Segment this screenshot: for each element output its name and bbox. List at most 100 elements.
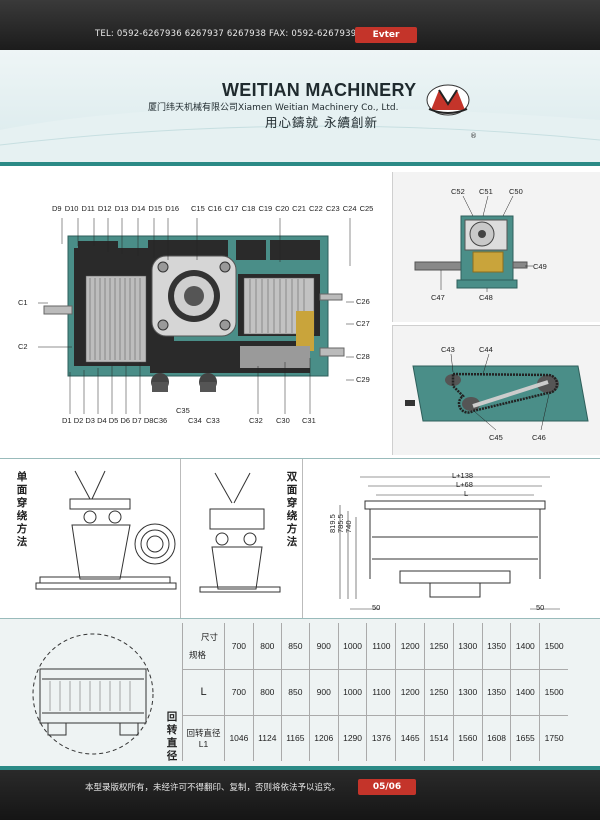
table-cell: 800 [252, 669, 282, 716]
copyright-text: 本型录版权所有，未经许可不得翻印、复制，否则将依法予以追究。 [85, 783, 341, 793]
double-threading-title: 双面穿绕方法 [286, 471, 298, 548]
table-cell: 1046 [224, 715, 254, 761]
table-cell: 1400 [510, 669, 540, 716]
table-cell: 1350 [481, 623, 511, 670]
header-spec: 规格 [189, 649, 207, 660]
label-c46: C46 [532, 433, 546, 442]
rotation-diameter-drawing [32, 633, 154, 755]
table-cell: 1560 [452, 715, 483, 761]
table-cell: 1100 [366, 623, 396, 670]
label-c49: C49 [533, 262, 547, 271]
table-cell: 700 [224, 623, 254, 670]
label-c45: C45 [489, 433, 503, 442]
labels-top-left: D9 D10 D11 D12 D13 D14 D15 D16 [52, 204, 180, 213]
table-cell: 900 [308, 623, 339, 670]
table-cell: 700 [224, 669, 254, 716]
double-threading-drawing [199, 472, 281, 593]
label-c26: C26 [356, 297, 370, 306]
label-c34: C34 [188, 416, 202, 425]
table-cell: 1376 [366, 715, 396, 761]
dim-l: L [464, 489, 469, 498]
spec-section: 回转直径 尺寸 规格 700 800 850 900 1000 1100 120… [0, 618, 600, 766]
divider [180, 459, 181, 619]
table-cell: 1465 [395, 715, 425, 761]
table-cell: 1124 [252, 715, 282, 761]
contact-info: TEL: 0592-6267936 6267937 6267938 FAX: 0… [95, 29, 357, 39]
table-cell: 800 [252, 623, 282, 670]
table-cell: 1655 [510, 715, 540, 761]
table-cell: 1250 [424, 669, 454, 716]
label-c1: C1 [18, 298, 28, 307]
table-cell: 1200 [395, 623, 425, 670]
table-cell: 1608 [481, 715, 511, 761]
registered-mark: ® [470, 132, 477, 140]
machine-section-drawing [38, 218, 354, 414]
header-decoration [0, 107, 600, 162]
labels-bottom-d: D1 D2 D3 D4 D5 D6 D7 D8C36 [62, 416, 168, 425]
table-row: L 700 800 850 900 1000 1100 1200 1250 13… [182, 669, 568, 716]
single-threading-drawing [35, 470, 177, 590]
dim-740: 740 [344, 520, 353, 533]
brand-button[interactable]: Evter [355, 27, 417, 43]
table-cell: 1500 [539, 669, 568, 716]
dim-l-plus-68: L+68 [456, 480, 473, 489]
table-cell: 1400 [510, 623, 540, 670]
table-cell: 900 [308, 669, 339, 716]
label-c47: C47 [431, 293, 445, 302]
rotation-diameter-title: 回转直径 [166, 711, 178, 762]
table-header-cell: 回转直径 L1 [182, 715, 225, 761]
label-c44: C44 [479, 345, 493, 354]
label-c29: C29 [356, 375, 370, 384]
table-cell: 850 [280, 669, 310, 716]
chain-drive-detail-panel: C43 C44 C45 C46 [392, 325, 600, 455]
top-bar: TEL: 0592-6267936 6267937 6267938 FAX: 0… [0, 0, 600, 50]
table-cell: 1250 [424, 623, 454, 670]
header-l1: L1 [198, 739, 209, 750]
table-cell: 1750 [539, 715, 568, 761]
gearbox-detail-panel: C52 C51 C50 C49 C47 C48 [392, 172, 600, 322]
table-header-cell: 尺寸 规格 [182, 623, 225, 670]
table-cell: 1500 [539, 623, 568, 670]
dimension-drawing [339, 476, 560, 610]
table-cell: 1000 [337, 623, 367, 670]
table-header-cell: L [182, 669, 225, 716]
table-cell: 1300 [452, 623, 483, 670]
label-c33: C33 [206, 416, 220, 425]
header-size: 尺寸 [200, 631, 218, 642]
label-c31: C31 [302, 416, 316, 425]
threading-section: 单面穿绕方法 双面穿绕方法 [0, 458, 600, 619]
table-cell: 1300 [452, 669, 483, 716]
table-cell: 1514 [424, 715, 454, 761]
label-c27: C27 [356, 319, 370, 328]
chain-drive-drawing [405, 353, 589, 431]
divider [302, 459, 303, 619]
gearbox-drawing [414, 195, 533, 292]
table-cell: 1206 [308, 715, 339, 761]
table-row: 尺寸 规格 700 800 850 900 1000 1100 1200 125… [182, 623, 568, 670]
dim-l-plus-138: L+138 [452, 471, 474, 480]
dim-50-right: 50 [536, 603, 545, 612]
page-number: 05/06 [358, 779, 416, 795]
label-c43: C43 [441, 345, 455, 354]
table-cell: 1350 [481, 669, 511, 716]
label-c32: C32 [249, 416, 263, 425]
label-c35: C35 [176, 406, 190, 415]
label-c52: C52 [451, 187, 465, 196]
header-rotation-diameter: 回转直径 [186, 728, 221, 739]
label-c48: C48 [479, 293, 493, 302]
table-cell: 1200 [395, 669, 425, 716]
labels-top-right: C15 C16 C17 C18 C19 C20 C21 C22 C23 C24 … [191, 204, 374, 213]
header-divider [0, 162, 600, 166]
dim-50-left: 50 [372, 603, 381, 612]
header: WEITIAN MACHINERY 厦门纬天机械有限公司Xiamen Weiti… [0, 50, 600, 162]
company-name: 厦门纬天机械有限公司Xiamen Weitian Machinery Co., … [148, 103, 399, 113]
label-c30: C30 [276, 416, 290, 425]
spec-table: 尺寸 规格 700 800 850 900 1000 1100 1200 125… [182, 623, 568, 761]
label-c2: C2 [18, 342, 28, 351]
single-threading-title: 单面穿绕方法 [16, 471, 28, 548]
table-cell: 1290 [337, 715, 367, 761]
label-c51: C51 [479, 187, 493, 196]
label-c50: C50 [509, 187, 523, 196]
footer: 本型录版权所有，未经许可不得翻印、复制，否则将依法予以追究。 05/06 [0, 770, 600, 820]
table-cell: 850 [280, 623, 310, 670]
